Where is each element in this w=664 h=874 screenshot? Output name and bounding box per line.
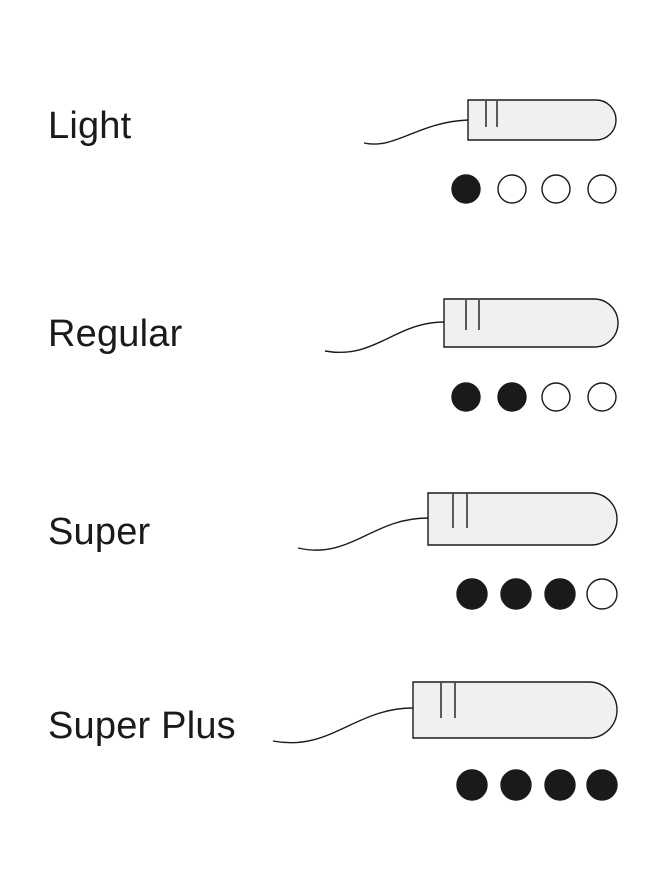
level-dot-filled [451,382,481,412]
level-dot-filled [497,382,527,412]
level-dot-filled [500,769,532,801]
level-dot-filled [586,769,618,801]
absorbency-label-regular: Regular [48,313,183,355]
tampon-icon [324,298,619,354]
level-dot-filled [456,578,488,610]
absorbency-label-super-plus: Super Plus [48,705,236,747]
level-dot-empty [587,382,617,412]
level-dot-empty [586,578,618,610]
level-dot-filled [500,578,532,610]
level-dot-filled [544,769,576,801]
tampon-icon [272,681,618,744]
level-dot-filled [456,769,488,801]
level-dot-filled [451,174,481,204]
tampon-icon [363,99,617,145]
level-dot-filled [544,578,576,610]
absorbency-label-light: Light [48,105,132,147]
tampon-icon [297,492,618,551]
level-dot-empty [541,174,571,204]
absorbency-label-super: Super [48,511,151,553]
level-dot-empty [497,174,527,204]
level-dot-empty [587,174,617,204]
level-dot-empty [541,382,571,412]
